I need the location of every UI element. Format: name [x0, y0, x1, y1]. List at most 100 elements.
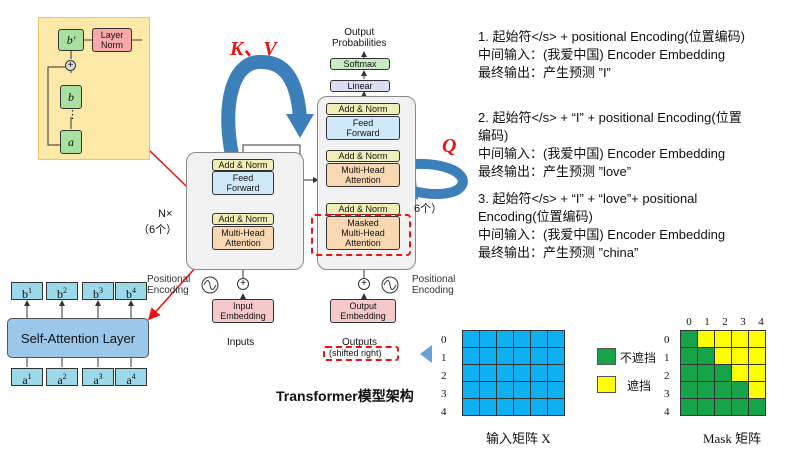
b3-box: b3	[82, 282, 114, 301]
step-1: 1. 起始符</s> + positional Encoding(位置编码) 中…	[478, 29, 745, 80]
mask-matrix-cell	[714, 381, 732, 399]
input-matrix-row-labels: 0 1 2 3 4	[441, 331, 453, 421]
decoder-add-norm-2: Add & Norm	[326, 150, 400, 162]
mask-matrix-cell	[748, 347, 766, 365]
input-matrix-cell	[496, 364, 514, 382]
residual-plus-icon: +	[65, 60, 76, 71]
kv-arrow	[221, 55, 307, 157]
input-matrix-cell	[513, 381, 531, 399]
input-matrix-cell	[496, 330, 514, 348]
input-matrix-cell	[462, 330, 480, 348]
input-matrix-cell	[530, 381, 548, 399]
layer-norm-box: Layer Norm	[92, 28, 132, 52]
input-matrix-cell	[479, 381, 497, 399]
masked-attention-highlight	[311, 214, 411, 256]
input-matrix-cell	[479, 330, 497, 348]
legend-unmasked-label: 不遮挡	[620, 351, 657, 365]
input-matrix-cell	[547, 398, 565, 416]
input-row-label: 3	[441, 388, 447, 400]
input-matrix-cell	[513, 330, 531, 348]
input-matrix-cell	[547, 347, 565, 365]
decoder-positional-plus: +	[358, 278, 370, 290]
encoder-count: （6个）	[138, 224, 178, 236]
input-matrix-cell	[513, 364, 531, 382]
mask-row-label: 1	[664, 352, 670, 364]
input-matrix-cell	[462, 364, 480, 382]
input-matrix-cell	[530, 364, 548, 382]
mask-row-label: 0	[664, 334, 670, 346]
input-matrix-cell	[496, 381, 514, 399]
mask-matrix-cell	[697, 398, 715, 416]
b2-box: b2	[46, 282, 78, 301]
enc-dec-link	[242, 144, 319, 183]
q-label: Q	[442, 135, 457, 157]
decoder-masked-multi-head-attention: Masked Multi-Head Attention	[326, 216, 400, 250]
a3-box: a3	[82, 368, 114, 387]
mask-matrix-cell	[680, 347, 698, 365]
encoder-positional-encoding: Positional Encoding	[147, 274, 191, 296]
self-attention-layer: Self-Attention Layer	[7, 318, 149, 358]
residual-a: a	[60, 130, 82, 154]
mask-matrix-cell	[731, 364, 749, 382]
mask-col-label: 4	[758, 316, 764, 328]
decoder-multi-head-attention: Multi-Head Attention	[326, 163, 400, 187]
mask-matrix-cell	[714, 330, 732, 348]
mask-col-label: 2	[722, 316, 728, 328]
transformer-caption: Transformer模型架构	[276, 388, 414, 404]
input-matrix-cell	[513, 347, 531, 365]
kv-arrow-head	[286, 114, 314, 138]
output-embedding: Output Embedding	[330, 299, 396, 323]
input-matrix-cell	[462, 347, 480, 365]
input-matrix-cell	[513, 398, 531, 416]
step-3: 3. 起始符</s> + “I” + “love”+ positional En…	[478, 191, 726, 260]
legend-masked-label: 遮挡	[627, 379, 652, 393]
residual-b-prime: b′	[58, 29, 84, 51]
mask-matrix-cell	[731, 330, 749, 348]
input-matrix-cell	[547, 330, 565, 348]
encoder-nx: N×	[158, 208, 173, 220]
decoder-count: 6个）	[414, 203, 443, 215]
a2-box: a2	[46, 368, 78, 387]
kv-label: K、V	[230, 38, 277, 60]
mask-matrix-cell	[748, 330, 766, 348]
input-row-label: 4	[441, 406, 447, 418]
mask-row-label: 2	[664, 370, 670, 382]
mask-matrix-cell	[748, 381, 766, 399]
mask-matrix-grid	[680, 330, 766, 416]
mask-matrix-cell	[680, 381, 698, 399]
shifted-right-box	[323, 346, 399, 361]
input-matrix-grid	[462, 330, 565, 416]
residual-b: b	[60, 85, 82, 109]
input-row-label: 0	[441, 334, 447, 346]
mask-matrix-cell	[680, 330, 698, 348]
input-matrix-cell	[547, 381, 565, 399]
input-matrix-caption: 输入矩阵 X	[486, 431, 551, 446]
input-matrix-cell	[462, 398, 480, 416]
shifted-right-label: (shifted right)	[329, 348, 382, 358]
input-matrix-cell	[479, 347, 497, 365]
a1-box: a1	[11, 368, 43, 387]
mask-col-label: 0	[686, 316, 692, 328]
input-matrix-cell	[496, 347, 514, 365]
a4-box: a4	[115, 368, 147, 387]
input-matrix-cell	[479, 398, 497, 416]
mask-matrix-cell	[731, 398, 749, 416]
mask-matrix-cell	[748, 364, 766, 382]
residual-dots: ⋮	[67, 109, 78, 121]
mask-matrix-cell	[697, 364, 715, 382]
encoder-add-norm-bottom: Add & Norm	[212, 213, 274, 225]
inputs-label: Inputs	[227, 337, 255, 348]
input-matrix-cell	[530, 330, 548, 348]
decoder-softmax: Softmax	[330, 58, 390, 70]
input-matrix-cell	[547, 364, 565, 382]
input-row-label: 1	[441, 352, 447, 364]
shift-arrow	[420, 345, 432, 363]
legend-unmasked-swatch	[597, 348, 616, 365]
mask-col-label: 1	[704, 316, 710, 328]
b1-box: b1	[11, 282, 43, 301]
encoder-positional-wave-icon	[201, 276, 219, 294]
mask-matrix-caption: Mask 矩阵	[703, 431, 762, 446]
input-row-label: 2	[441, 370, 447, 382]
